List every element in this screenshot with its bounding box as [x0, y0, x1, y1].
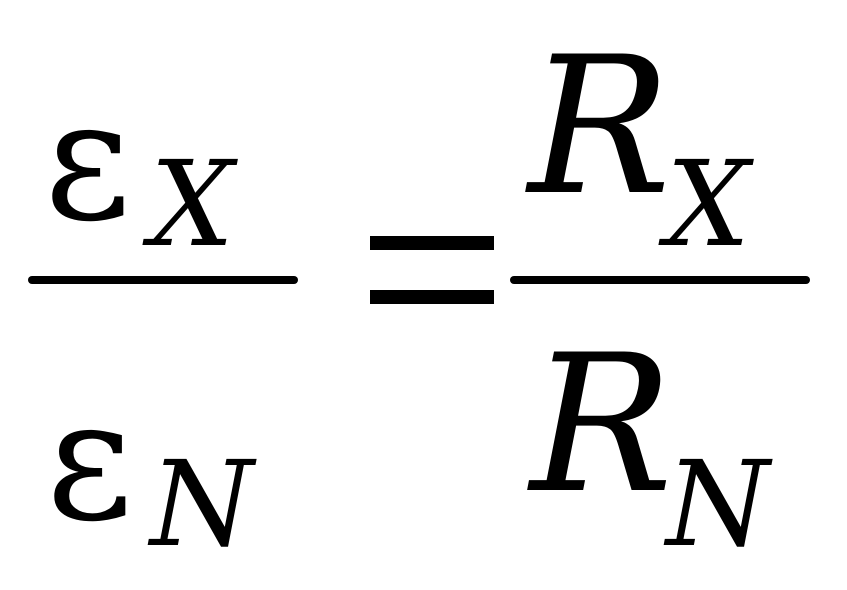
equals-sign	[370, 236, 494, 308]
right-denominator-subscript: N	[666, 435, 770, 573]
equals-bottom-line	[370, 290, 494, 304]
right-denominator-symbol: R	[530, 314, 674, 535]
left-denominator-subscript: N	[150, 435, 254, 573]
left-denominator-symbol: ε	[46, 362, 134, 558]
right-fraction-bar	[510, 276, 810, 284]
left-fraction-bar	[28, 276, 298, 284]
equals-top-line	[370, 236, 494, 250]
right-numerator-subscript: X	[666, 135, 751, 273]
right-numerator-symbol: R	[528, 16, 672, 237]
left-numerator-subscript: X	[150, 135, 235, 273]
left-numerator-symbol: ε	[44, 62, 132, 258]
